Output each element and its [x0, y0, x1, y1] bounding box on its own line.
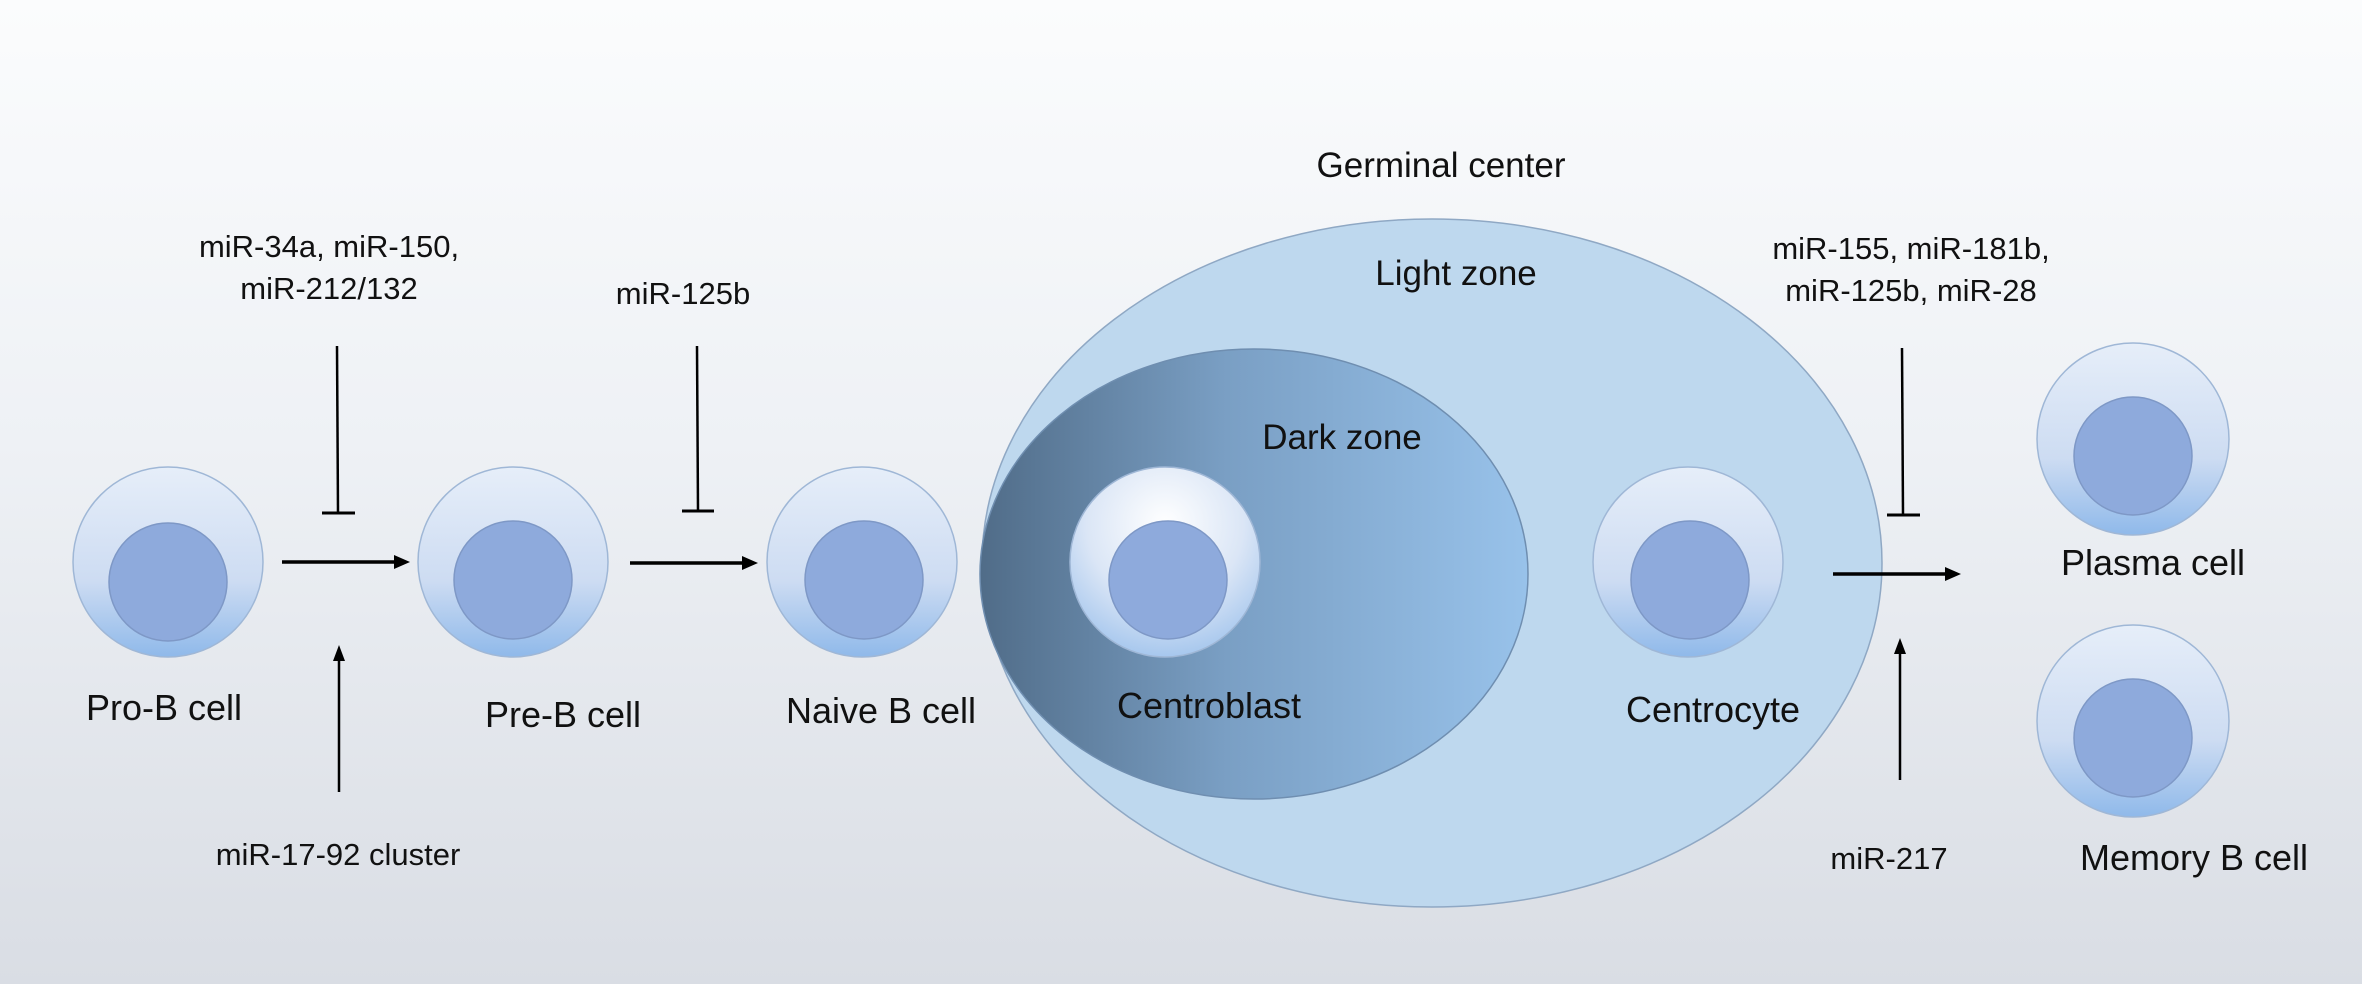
mirna-line: miR-34a, miR-150, — [198, 229, 460, 264]
plasma-cell — [2036, 342, 2230, 536]
mirna-line: miR-125b, miR-28 — [1785, 272, 2037, 308]
naive-b-cell — [766, 466, 958, 658]
inhibition-marker-gc-exit — [1887, 347, 1920, 517]
memory-b-cell-label: Memory B cell — [2079, 837, 2309, 878]
pre-b-cell — [417, 466, 609, 658]
centroblast-label: Centroblast — [1116, 685, 1302, 726]
plasma-cell-label: Plasma cell — [2060, 542, 2246, 583]
mirna-line: miR-212/132 — [240, 270, 418, 306]
inhibition-marker-pro-pre — [322, 345, 355, 515]
pre-b-cell-label: Pre-B cell — [484, 694, 642, 735]
pro-b-cell — [72, 466, 264, 658]
mirna-line: miR-155, miR-181b, — [1772, 231, 2050, 266]
mirna-promoter-pro-pre-label: miR-17-92 cluster — [215, 837, 461, 872]
inhibition-marker-pre-naive — [682, 345, 714, 513]
light-zone-label: Light zone — [1375, 254, 1537, 293]
dark-zone-label: Dark zone — [1262, 418, 1422, 457]
mirna-promoter-gc-exit-label: miR-217 — [1830, 841, 1948, 876]
centrocyte-cell — [1592, 466, 1784, 658]
germinal-center-label: Germinal center — [1316, 146, 1566, 185]
promotion-arrow-gc-exit — [1894, 638, 1906, 780]
progression-arrow-gc-exit — [1833, 567, 1961, 581]
pro-b-cell-label: Pro-B cell — [85, 687, 243, 728]
mirna-inhibitors-gc-exit-label: miR-155, miR-181b, miR-125b, miR-28 — [1772, 228, 2049, 312]
centrocyte-label: Centrocyte — [1625, 689, 1801, 730]
centroblast-cell — [1069, 466, 1261, 658]
mirna-inhibitor-pre-naive-label: miR-125b — [615, 276, 751, 311]
promotion-arrow-pro-pre — [333, 645, 345, 792]
progression-arrow-pre-to-naive — [630, 556, 758, 570]
progression-arrow-pro-to-pre — [282, 555, 410, 569]
naive-b-cell-label: Naive B cell — [785, 690, 977, 731]
mirna-inhibitors-pro-pre-label: miR-34a, miR-150, miR-212/132 — [199, 226, 459, 310]
memory-b-cell — [2036, 624, 2230, 818]
